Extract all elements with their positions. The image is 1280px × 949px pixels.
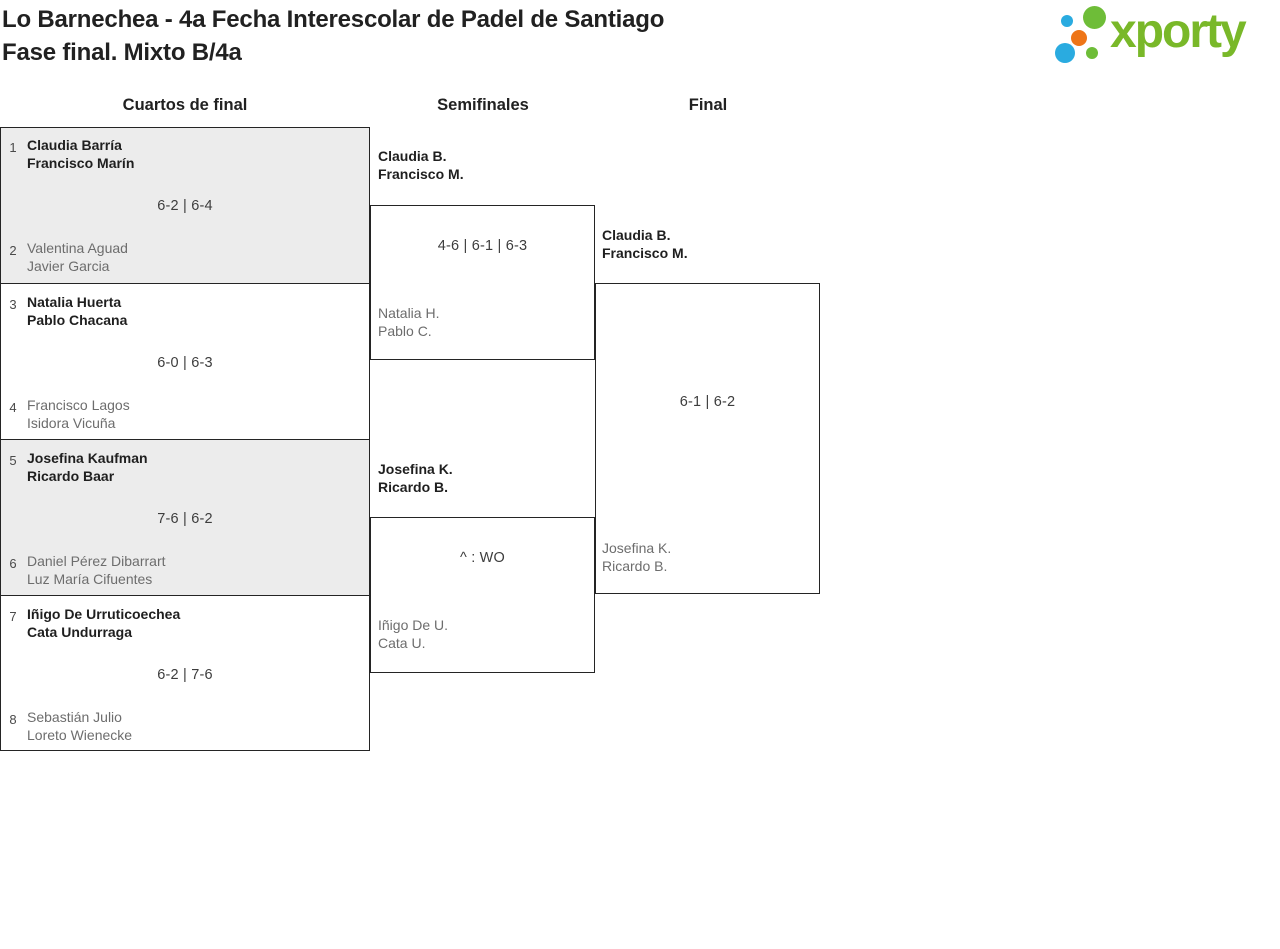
- player-name: Francisco Lagos: [27, 397, 130, 413]
- quarterfinal-match-2: 3 Natalia Huerta Pablo Chacana 6-0 | 6-3…: [0, 283, 370, 439]
- player-name: Natalia Huerta: [27, 294, 122, 310]
- player-name: Sebastián Julio: [27, 709, 122, 725]
- player-name: Valentina Aguad: [27, 240, 128, 256]
- player-name: Pablo C.: [378, 323, 432, 339]
- tournament-title: Lo Barnechea - 4a Fecha Interescolar de …: [2, 6, 665, 33]
- column-header-semifinals: Semifinales: [437, 96, 529, 114]
- player-name: Ricardo B.: [378, 479, 449, 495]
- final-team-bottom: Josefina K. Ricardo B.: [602, 539, 671, 575]
- seed-number: 8: [9, 712, 17, 727]
- match-team-top: Claudia Barría Francisco Marín: [27, 136, 134, 172]
- logo-dot-blue-large-icon: [1055, 43, 1075, 63]
- seed-number: 1: [9, 140, 17, 155]
- player-name: Ricardo Baar: [27, 468, 115, 484]
- player-name: Claudia B.: [378, 148, 447, 164]
- player-name: Isidora Vicuña: [27, 415, 116, 431]
- player-name: Loreto Wienecke: [27, 727, 133, 743]
- player-name: Javier Garcia: [27, 258, 110, 274]
- seed-number: 6: [9, 556, 17, 571]
- logo-dot-green-large-icon: [1083, 6, 1106, 29]
- match-team-top: Iñigo De Urruticoechea Cata Undurraga: [27, 605, 180, 641]
- logo-dot-orange-icon: [1071, 30, 1087, 46]
- match-team-top: Natalia Huerta Pablo Chacana: [27, 293, 127, 329]
- quarterfinal-match-1: 1 Claudia Barría Francisco Marín 6-2 | 6…: [0, 127, 370, 283]
- semifinal-2-team-bottom: Iñigo De U. Cata U.: [378, 616, 448, 652]
- player-name: Josefina K.: [378, 461, 453, 477]
- match-score: 6-2 | 7-6: [157, 667, 213, 683]
- player-name: Cata U.: [378, 635, 426, 651]
- player-name: Josefina Kaufman: [27, 450, 148, 466]
- player-name: Iñigo De Urruticoechea: [27, 606, 181, 622]
- player-name: Pablo Chacana: [27, 312, 128, 328]
- phase-subtitle: Fase final. Mixto B/4a: [2, 39, 242, 66]
- seed-number: 7: [9, 609, 17, 624]
- seed-number: 3: [9, 297, 17, 312]
- seed-number: 4: [9, 400, 17, 415]
- match-score: 6-2 | 6-4: [157, 198, 213, 214]
- match-team-bottom: Francisco Lagos Isidora Vicuña: [27, 396, 130, 432]
- semifinal-1-box: [370, 205, 595, 360]
- player-name: Francisco M.: [602, 245, 688, 261]
- match-score: 4-6 | 6-1 | 6-3: [437, 238, 528, 254]
- match-score: 7-6 | 6-2: [157, 511, 213, 527]
- match-team-bottom: Daniel Pérez Dibarrart Luz María Cifuent…: [27, 552, 166, 588]
- player-name: Iñigo De U.: [378, 617, 449, 633]
- player-name: Francisco M.: [378, 166, 464, 182]
- match-team-bottom: Sebastián Julio Loreto Wienecke: [27, 708, 132, 744]
- match-score: ^ : WO: [459, 550, 506, 566]
- player-name: Luz María Cifuentes: [27, 571, 153, 587]
- semifinal-1-team-bottom: Natalia H. Pablo C.: [378, 304, 439, 340]
- page-title: Lo Barnechea - 4a Fecha Interescolar de …: [2, 3, 664, 69]
- player-name: Natalia H.: [378, 305, 440, 321]
- logo-dot-blue-small-icon: [1061, 15, 1073, 27]
- player-name: Daniel Pérez Dibarrart: [27, 553, 166, 569]
- player-name: Francisco Marín: [27, 155, 135, 171]
- seed-number: 2: [9, 243, 17, 258]
- semifinal-1-team-top: Claudia B. Francisco M.: [378, 147, 464, 183]
- seed-number: 5: [9, 453, 17, 468]
- final-team-top: Claudia B. Francisco M.: [602, 226, 688, 262]
- player-name: Claudia Barría: [27, 137, 122, 153]
- column-header-final: Final: [688, 96, 728, 114]
- semifinal-2-box: [370, 517, 595, 673]
- match-score: 6-1 | 6-2: [679, 394, 736, 410]
- match-score: 6-0 | 6-3: [157, 355, 213, 371]
- xporty-logo-text: xporty: [1110, 5, 1247, 58]
- player-name: Cata Undurraga: [27, 624, 133, 640]
- quarterfinal-match-3: 5 Josefina Kaufman Ricardo Baar 7-6 | 6-…: [0, 439, 370, 595]
- column-header-quarterfinals: Cuartos de final: [122, 96, 248, 114]
- match-team-top: Josefina Kaufman Ricardo Baar: [27, 449, 148, 485]
- player-name: Josefina K.: [602, 540, 672, 556]
- semifinal-2-team-top: Josefina K. Ricardo B.: [378, 460, 453, 496]
- quarterfinal-match-4: 7 Iñigo De Urruticoechea Cata Undurraga …: [0, 595, 370, 751]
- player-name: Claudia B.: [602, 227, 671, 243]
- final-box: [595, 283, 820, 594]
- player-name: Ricardo B.: [602, 558, 668, 574]
- xporty-logo[interactable]: xporty: [1050, 0, 1280, 75]
- match-team-bottom: Valentina Aguad Javier Garcia: [27, 239, 128, 275]
- logo-dot-green-small-icon: [1086, 47, 1098, 59]
